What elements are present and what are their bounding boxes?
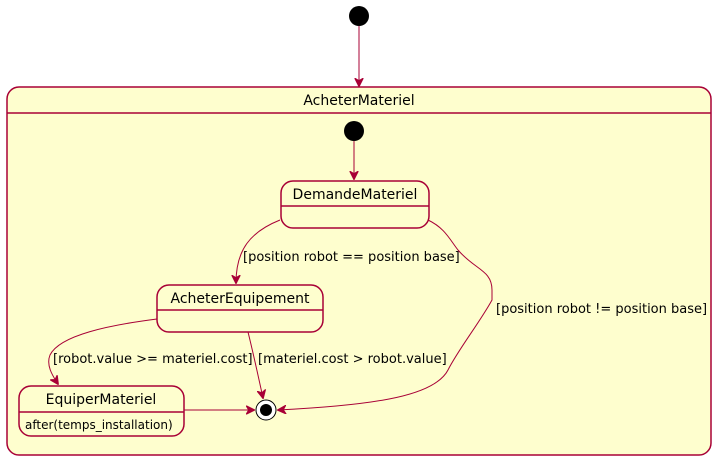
outer-initial-node (349, 6, 369, 26)
state-acheterequipement-label: AcheterEquipement (171, 291, 310, 307)
inner-initial-node (344, 121, 364, 141)
edge-acheter-to-final (247, 331, 263, 398)
composite-state-title: AcheterMateriel (303, 93, 414, 109)
label-acheter-to-equiper: [robot.value >= materiel.cost] (53, 352, 253, 367)
state-equipermateriel-activity: after(temps_installation) (25, 418, 173, 432)
state-demandemateriel[interactable]: DemandeMateriel (280, 180, 430, 229)
state-equipermateriel-label: EquiperMateriel (46, 392, 157, 408)
composite-state-achetermateriel[interactable]: AcheterMateriel (6, 86, 712, 456)
state-acheterequipement[interactable]: AcheterEquipement (156, 284, 324, 333)
label-demande-to-acheter: [position robot == position base] (243, 250, 460, 265)
label-acheter-to-final: [materiel.cost > robot.value] (258, 352, 447, 367)
edge-demande-to-final (278, 219, 493, 410)
label-demande-to-final: [position robot != position base] (496, 302, 707, 317)
edge-demande-to-acheter (236, 219, 281, 283)
state-demandemateriel-label: DemandeMateriel (293, 187, 418, 203)
final-node (255, 399, 277, 421)
edge-acheter-to-equiper (48, 318, 158, 384)
state-equipermateriel[interactable]: EquiperMateriel after(temps_installation… (18, 385, 185, 437)
